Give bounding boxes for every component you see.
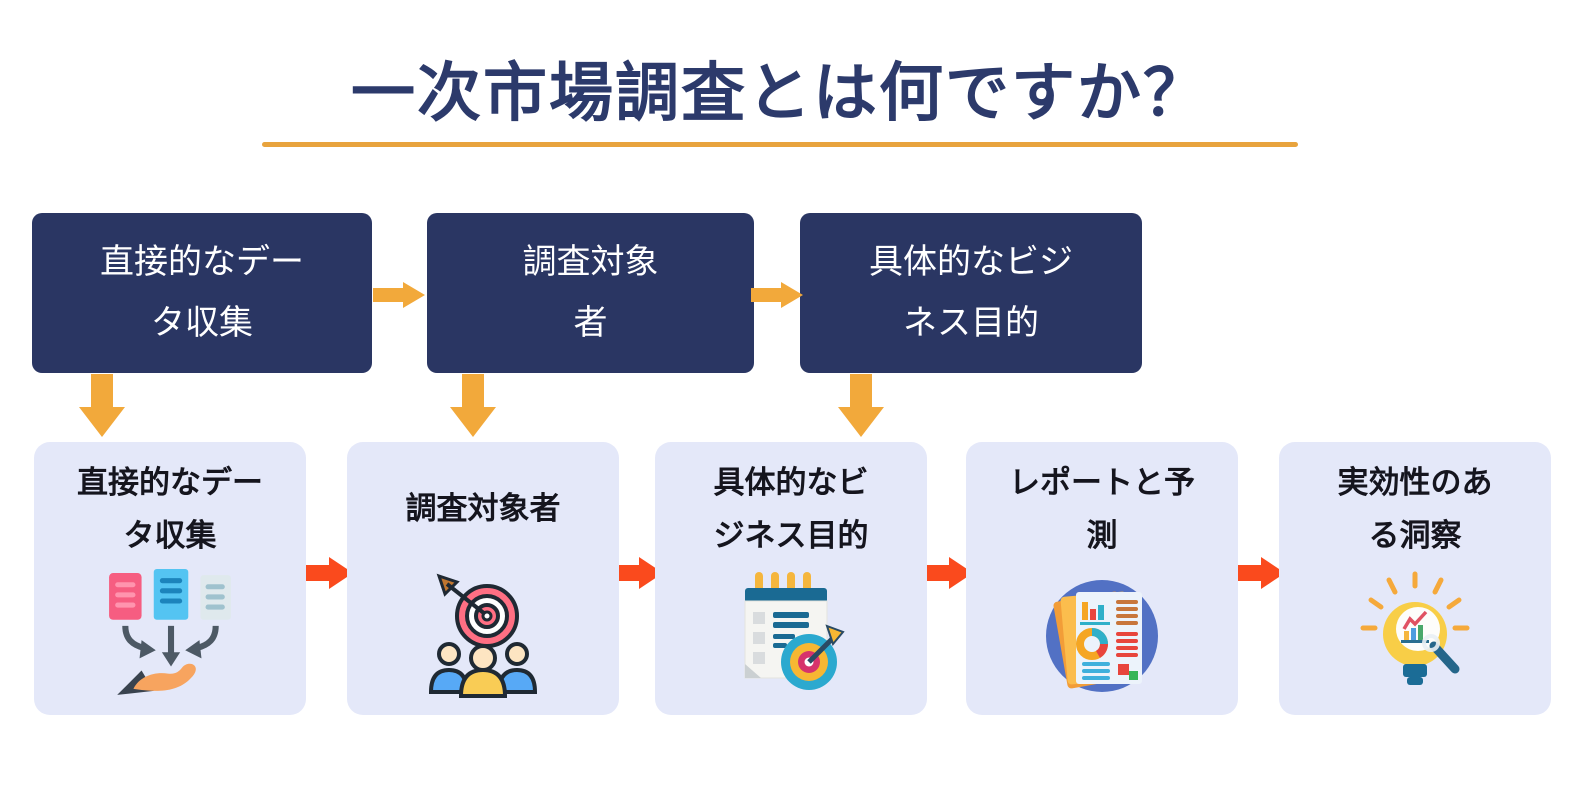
card-business-goal: 具体的なビ ジネス目的 xyxy=(655,442,927,715)
top-box-label-line: 者 xyxy=(573,303,608,343)
business-goal-icon xyxy=(744,571,845,690)
card-title: 調査対象者 xyxy=(406,456,561,564)
top-box-label-line: 具体的なビジ xyxy=(869,241,1073,282)
card-title: 実効性のあ る洞察 xyxy=(1338,456,1493,564)
target-audience-icon xyxy=(428,573,538,698)
card-icon-wrap xyxy=(721,564,861,715)
top-box-label-line: ネス目的 xyxy=(903,303,1039,343)
card-title-line: レポートと予 xyxy=(1009,464,1195,501)
card-direct-data-collection: 直接的なデー タ収集 xyxy=(34,442,306,715)
card-title: 直接的なデー タ収集 xyxy=(77,456,263,564)
card-actionable-insight: 実効性のあ る洞察 xyxy=(1279,442,1551,715)
actionable-insight-icon xyxy=(1360,571,1470,685)
down-arrow-icon xyxy=(450,374,496,437)
top-box-business-purpose: 具体的なビジ ネス目的 xyxy=(800,213,1142,373)
top-box-label-line: 調査対象 xyxy=(522,241,659,282)
right-arrow-red-icon xyxy=(611,557,663,589)
data-collection-icon xyxy=(109,568,231,695)
card-title-line: 実効性のあ xyxy=(1337,464,1493,501)
report-forecast-icon xyxy=(1046,579,1158,692)
right-arrow-icon xyxy=(751,282,803,308)
card-title-line: 直接的なデー xyxy=(77,464,263,501)
top-box-direct-data-collection: 直接的なデー タ収集 xyxy=(32,213,372,373)
card-title-line: ジネス目的 xyxy=(713,518,869,554)
right-arrow-icon xyxy=(373,282,425,308)
card-title-line: 測 xyxy=(1086,518,1118,554)
down-arrow-icon xyxy=(79,374,125,437)
card-icon-wrap xyxy=(1032,564,1172,715)
card-title-line: る洞察 xyxy=(1368,518,1462,554)
top-box-label-line: タ収集 xyxy=(151,303,253,343)
card-title: レポートと予 測 xyxy=(1009,456,1195,564)
right-arrow-red-icon xyxy=(1233,557,1285,589)
right-arrow-red-icon xyxy=(301,557,353,589)
card-title: 具体的なビ ジネス目的 xyxy=(714,456,869,564)
card-title-line: 具体的なビ xyxy=(713,464,869,501)
right-arrow-red-icon xyxy=(921,557,973,589)
card-icon-wrap xyxy=(95,564,245,715)
page-title: 一次市場調査とは何ですか？ xyxy=(351,57,1209,131)
top-box-survey-subjects: 調査対象 者 xyxy=(427,213,754,373)
down-arrow-icon xyxy=(838,374,884,437)
card-title-line: 調査対象者 xyxy=(405,491,561,528)
card-icon-wrap xyxy=(1345,564,1485,715)
card-survey-subjects: 調査対象者 xyxy=(347,442,619,715)
top-box-label-line: 直接的なデー xyxy=(100,241,304,282)
title-underline xyxy=(262,142,1298,147)
card-title-line: タ収集 xyxy=(123,518,217,554)
card-icon-wrap xyxy=(413,564,553,715)
card-report-forecast: レポートと予 測 xyxy=(966,442,1238,715)
